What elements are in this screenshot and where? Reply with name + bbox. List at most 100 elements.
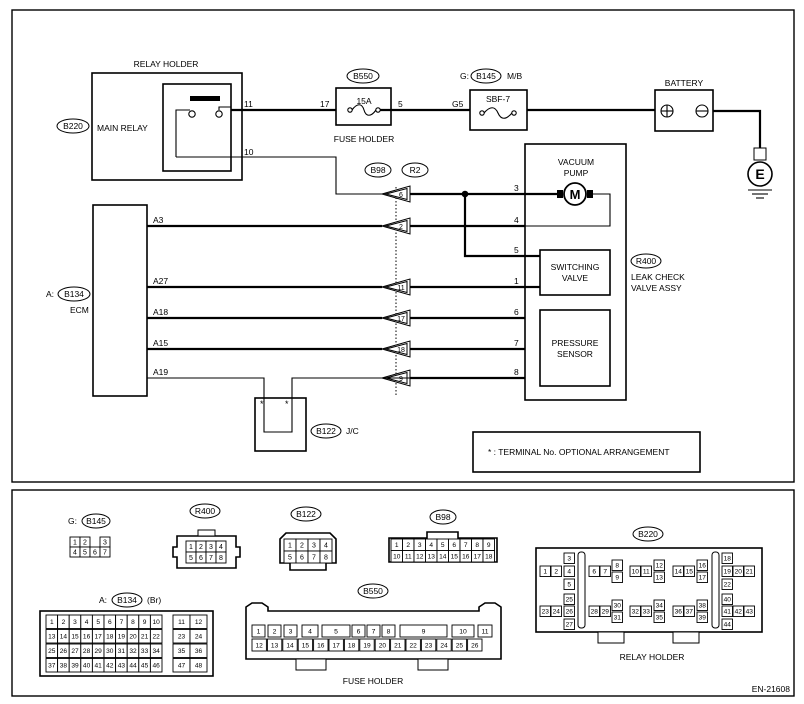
pin-number: 9: [422, 628, 426, 635]
pin-number: 4: [567, 569, 571, 576]
b122-badge-text: B122: [316, 426, 336, 436]
b122-conn-badge-text: B122: [296, 509, 316, 519]
pin-number: 3: [103, 540, 107, 547]
ground-circle: [747, 161, 773, 187]
motor-terminal-left: [557, 190, 563, 198]
vacuum-label-1: VACUUM: [558, 157, 594, 167]
relay-holder-title: RELAY HOLDER: [134, 59, 199, 69]
pin-number: 25: [566, 597, 574, 604]
pin-cell: [563, 565, 575, 577]
b134-color: (Br): [147, 595, 161, 605]
pin-number: 24: [440, 642, 448, 649]
pin-number: 12: [416, 554, 424, 561]
pin-number: 5: [441, 542, 445, 549]
pin-number: 28: [83, 648, 91, 655]
pin-number: 17: [474, 554, 482, 561]
pin-number: 35: [656, 615, 664, 622]
sbf7-box: [469, 89, 528, 131]
pin-number: 19: [724, 569, 732, 576]
legend-note: * : TERMINAL No. OPTIONAL ARRANGEMENT: [488, 447, 670, 457]
valve-pin-6: 6: [514, 307, 519, 317]
pin-cell: [381, 624, 396, 638]
b550-badge-text: B550: [353, 71, 373, 81]
pin-11: 11: [244, 99, 253, 109]
g-prefix: G:: [460, 71, 469, 81]
pin-cell: [743, 565, 755, 577]
ecm-pin-a18: A18: [153, 307, 168, 317]
pin-number: 45: [141, 663, 149, 670]
pin-number: 10: [459, 628, 467, 635]
pin-number: 24: [195, 634, 203, 641]
pin-number: 15: [451, 554, 459, 561]
pin-number: 35: [178, 648, 186, 655]
pin-number: 21: [141, 634, 149, 641]
battery-label: BATTERY: [665, 78, 704, 88]
b145-conn-badge-text: B145: [86, 516, 106, 526]
pin-number: 5: [334, 628, 338, 635]
pin-number: 7: [603, 569, 607, 576]
pin-cell: [420, 638, 437, 652]
fuse-holder-box: [335, 87, 392, 126]
pin-number: 4: [429, 542, 433, 549]
b134-conn-prefix: A:: [99, 595, 107, 605]
pin-number: 27: [71, 648, 79, 655]
leak-check-label-1: LEAK CHECK: [631, 272, 685, 282]
ecm-label: ECM: [70, 305, 89, 315]
a-prefix: A:: [46, 289, 54, 299]
pin-cell: [436, 638, 452, 652]
pin-cell: [550, 565, 562, 577]
pin-number: 14: [675, 569, 683, 576]
pin-cell: [390, 638, 406, 652]
pin-number: 1: [288, 543, 292, 550]
pin-cell: [696, 599, 708, 611]
pin-number: 30: [106, 648, 114, 655]
pin-number: 36: [675, 609, 683, 616]
r400-conn-badge-text: R400: [195, 506, 216, 516]
pin-number: 36: [195, 648, 203, 655]
pin-cell: [672, 605, 684, 617]
b98-conn-badge: [429, 509, 457, 525]
wire-battery-ground: [713, 109, 762, 148]
pin-number: 42: [735, 609, 743, 616]
pin-number: 4: [308, 628, 312, 635]
fuse-15a-label: 15A: [356, 96, 371, 106]
switching-label-1: SWITCHING: [551, 262, 600, 272]
pin-cell: [451, 624, 475, 638]
pin-number: 8: [615, 563, 619, 570]
jc-star-right: *: [285, 399, 289, 409]
b145-conn-badge: [81, 513, 111, 529]
pin-g5: G5: [452, 99, 464, 109]
pin-number: 34: [656, 603, 664, 610]
pin-cell: [683, 565, 695, 577]
ecm-pin-a3: A3: [153, 215, 164, 225]
pin-number: 28: [591, 609, 599, 616]
pin-number: 10: [632, 569, 640, 576]
b220-conn-badge-text: B220: [638, 529, 658, 539]
b98-badge-text: B98: [370, 165, 385, 175]
b220-clips: [597, 631, 700, 644]
inline-pin-2: [380, 217, 411, 235]
pin-cell: [297, 638, 314, 652]
ground-e-label: E: [755, 166, 764, 182]
pin-number: 22: [153, 634, 161, 641]
pin-number: 1: [73, 540, 77, 547]
pin-number: 1: [50, 619, 54, 626]
pin-number: 25: [48, 648, 56, 655]
pin-number: 41: [724, 609, 732, 616]
pin-number: 26: [60, 648, 68, 655]
pin-number: 40: [83, 663, 91, 670]
pin-number: 16: [83, 634, 91, 641]
pin-number: 13: [428, 554, 436, 561]
b550-badge: [346, 68, 380, 84]
r2-badge-text: R2: [410, 165, 421, 175]
b122-badge: [310, 423, 342, 439]
pin-cell: [563, 578, 575, 590]
pin-cell: [611, 559, 623, 571]
pin-number: 6: [93, 550, 97, 557]
pin-cell: [482, 550, 495, 563]
pin-number: 20: [379, 642, 387, 649]
wire-a19: [147, 377, 265, 398]
pin-number: 1: [395, 542, 399, 549]
